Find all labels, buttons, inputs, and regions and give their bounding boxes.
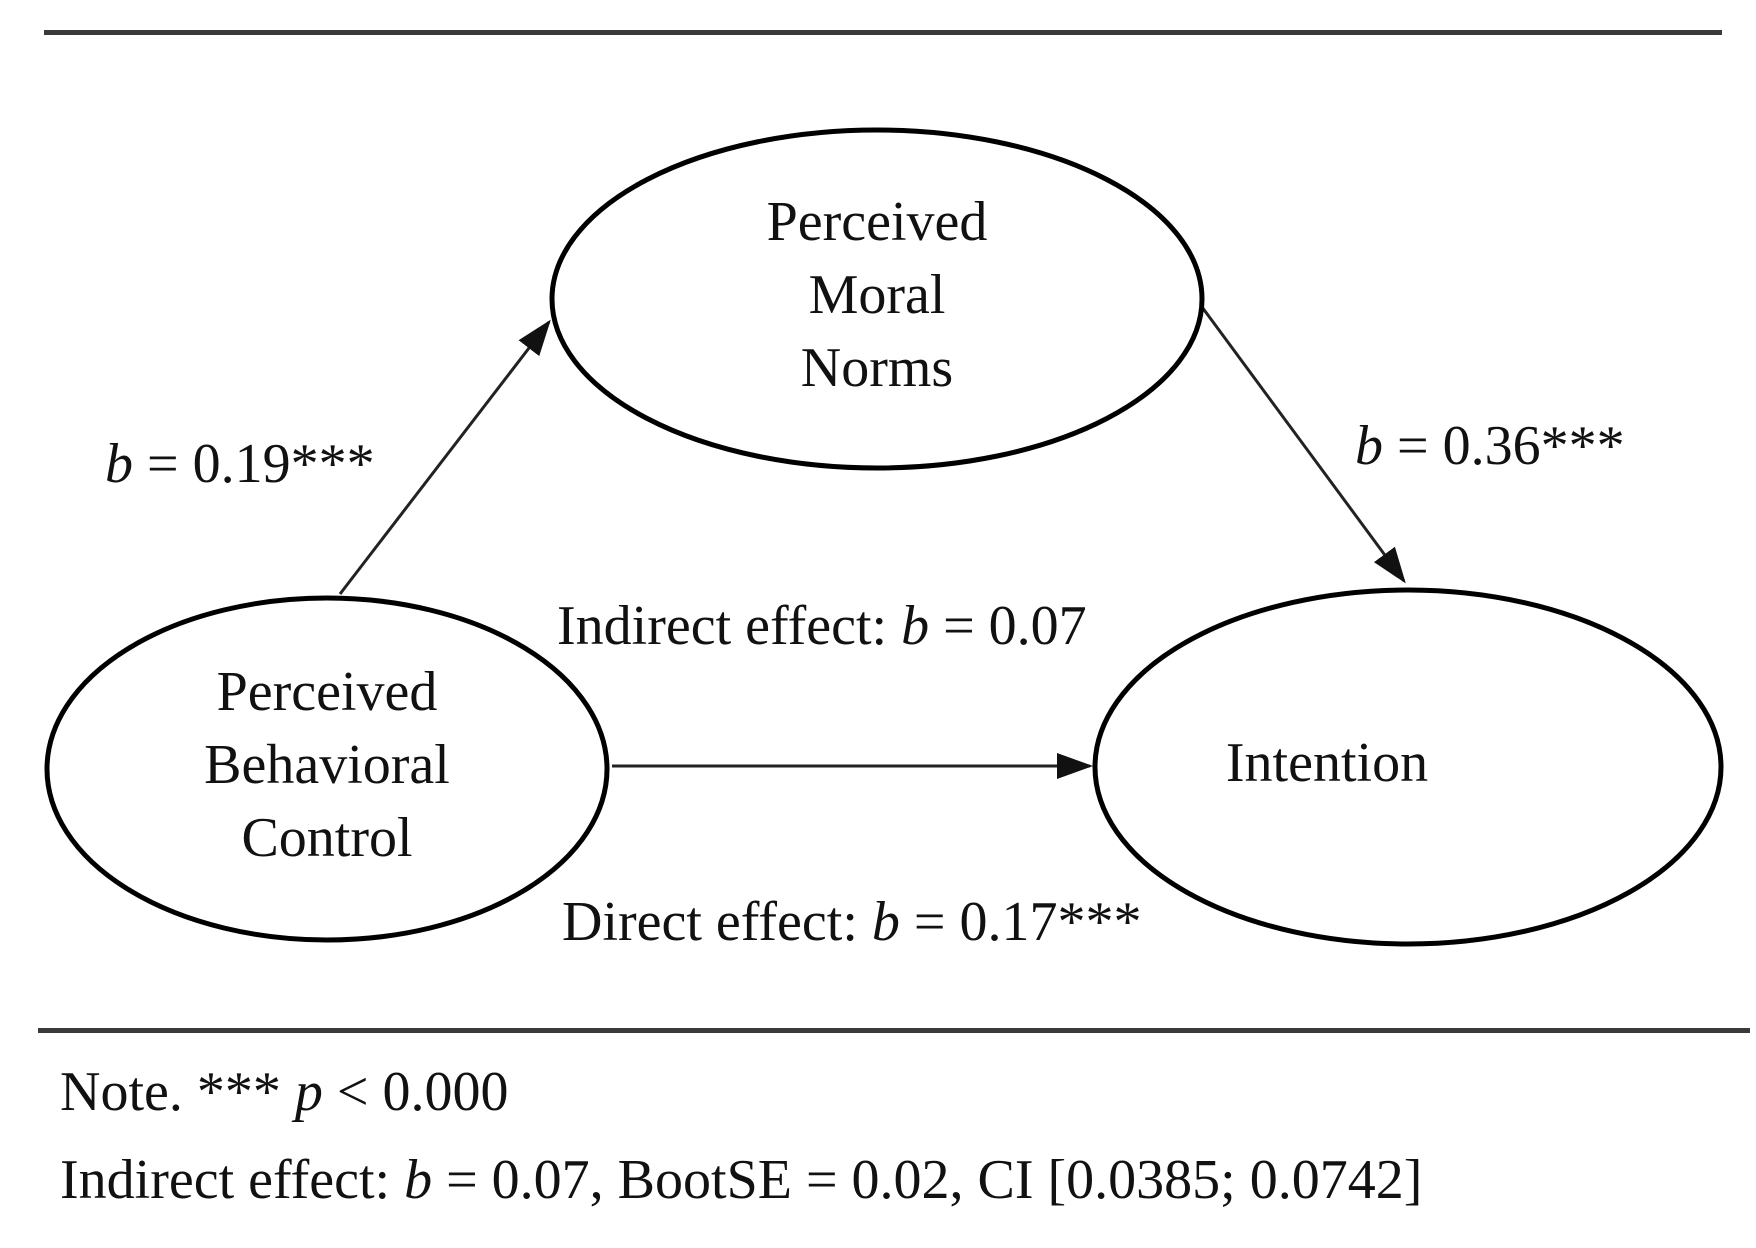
coefficient-label-pbc-to-pmn: b = 0.19*** (105, 428, 375, 501)
top-rule (44, 30, 1722, 35)
coefficient-symbol: b (901, 595, 930, 657)
note-indirect-effect: Indirect effect: b = 0.07, BootSE = 0.02… (60, 1144, 1422, 1217)
arrow-pmn-to-intention (1200, 306, 1406, 584)
note-symbol: p (294, 1061, 323, 1123)
node-label-line: Moral (808, 263, 946, 326)
coefficient-label-pmn-to-intention: b = 0.36*** (1355, 410, 1625, 483)
arrow-pbc-to-pmn (338, 319, 551, 595)
node-label-line: Perceived (216, 661, 438, 723)
coefficient-value: = 0.07 (929, 595, 1087, 657)
effect-prefix: Direct effect: (562, 891, 872, 953)
note-symbol: b (404, 1149, 433, 1211)
note-prefix: Note. *** (60, 1061, 295, 1123)
node-label-line: Behavioral (204, 733, 450, 796)
coefficient-symbol: b (871, 891, 900, 953)
node-label-line: Perceived (766, 191, 988, 253)
node-label-line: Intention (1225, 732, 1429, 794)
bottom-rule (38, 1028, 1750, 1033)
coefficient-value: = 0.36*** (1383, 415, 1625, 477)
note-value: = 0.07, BootSE = 0.02, CI [0.0385; 0.074… (432, 1149, 1423, 1211)
node-label-line: Control (241, 806, 413, 869)
coefficient-symbol: b (1355, 415, 1383, 477)
node-label-intention: Intention (1027, 727, 1627, 800)
note-value: < 0.000 (322, 1061, 509, 1123)
indirect-effect-label: Indirect effect: b = 0.07 (557, 590, 1087, 663)
node-label-perceived-moral-norms: Perceived Moral Norms (577, 186, 1177, 404)
direct-effect-label: Direct effect: b = 0.17*** (562, 886, 1141, 959)
note-significance: Note. *** p < 0.000 (60, 1056, 508, 1129)
effect-prefix: Indirect effect: (557, 595, 902, 657)
node-perceived-behavioral-control (44, 595, 610, 943)
coefficient-symbol: b (105, 433, 133, 495)
coefficient-value: = 0.19*** (133, 433, 375, 495)
node-perceived-moral-norms (549, 127, 1205, 471)
node-label-line: Norms (800, 336, 954, 399)
node-intention (1092, 587, 1724, 947)
node-label-perceived-behavioral-control: Perceived Behavioral Control (27, 656, 627, 874)
coefficient-value: = 0.17*** (899, 891, 1142, 953)
note-prefix: Indirect effect: (60, 1149, 405, 1211)
